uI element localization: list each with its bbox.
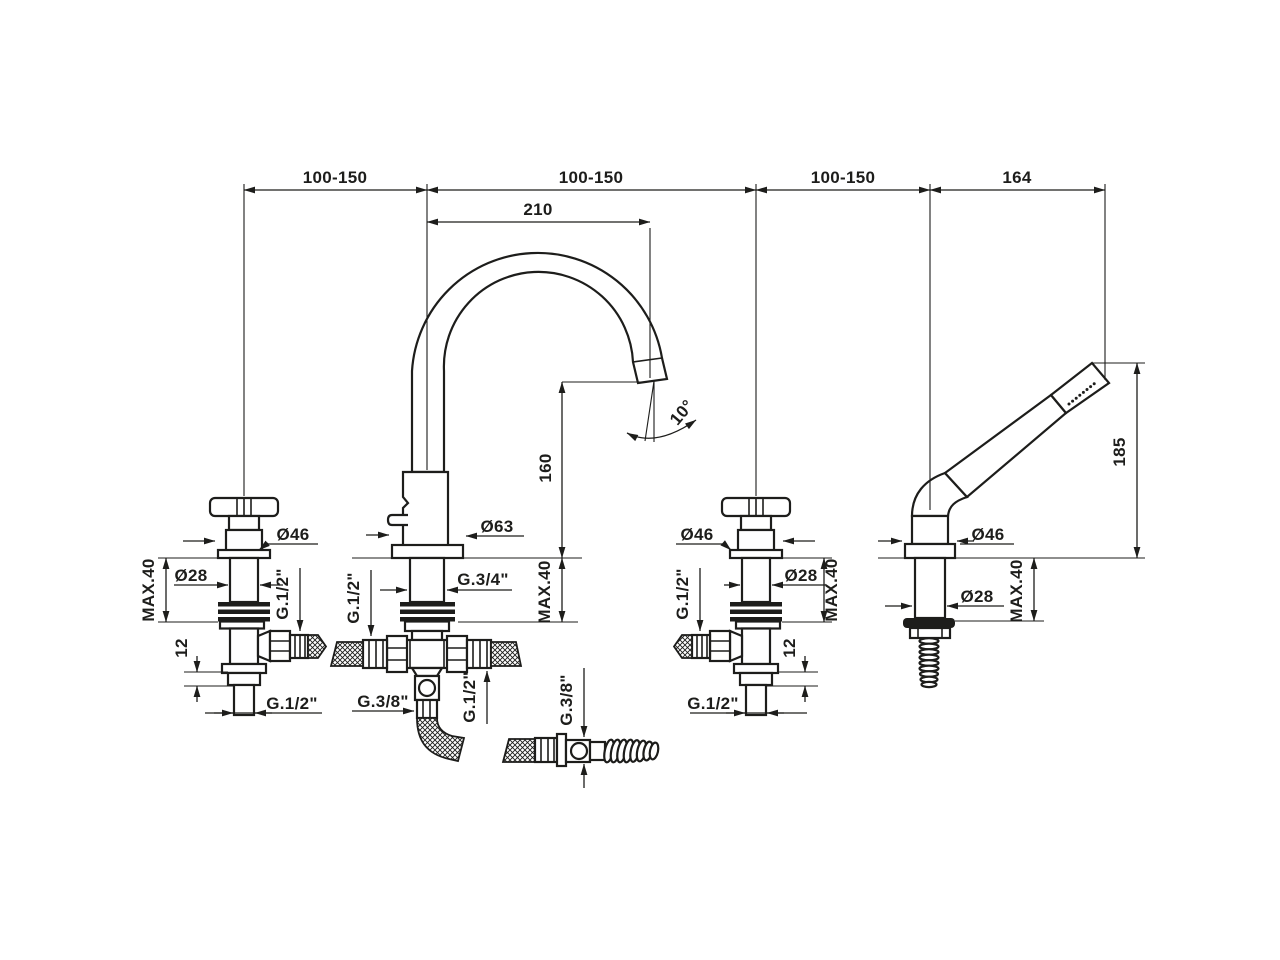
hand-shower-max-deck-label: MAX.40 xyxy=(1007,559,1026,622)
hose-spring-coil xyxy=(603,738,660,764)
right-valve-flange xyxy=(728,548,784,560)
spout-lever-pin xyxy=(386,513,408,527)
dim-right-spacing: 100-150 xyxy=(811,168,876,187)
right-valve-hose-stub xyxy=(672,634,693,659)
left-valve-handle-diameter-label: Ø46 xyxy=(276,525,309,544)
dim-hand-shower-spacing: 164 xyxy=(1002,168,1032,187)
dim-left-spacing: 100-150 xyxy=(303,168,368,187)
spout-shank-thread-label: G.3/4" xyxy=(457,570,508,589)
hand-shower-callouts: 185 MAX.40 Ø46 Ø28 xyxy=(878,362,1145,623)
right-valve-body xyxy=(740,556,772,604)
left-valve-side-connection-label: G.1/2" xyxy=(273,568,292,619)
spout-max-deck-label: MAX.40 xyxy=(535,560,554,623)
right-valve-side-outlet xyxy=(728,629,744,663)
spout-bottom-connection-label: G.3/8" xyxy=(357,692,408,711)
hand-shower-flange xyxy=(903,542,957,560)
hose-fitting-callouts: G.3/8" xyxy=(557,668,588,788)
spout-body xyxy=(401,470,450,549)
dim-spout-reach: 210 xyxy=(523,200,552,219)
spout-right-connection-label: G.1/2" xyxy=(460,671,479,722)
hose-braided-end xyxy=(501,738,536,763)
left-valve-body xyxy=(228,556,260,604)
right-valve-body-diameter-label: Ø28 xyxy=(784,566,817,585)
left-valve-flange xyxy=(216,548,272,560)
left-valve-shank-step-label: 12 xyxy=(172,638,191,658)
hose-connection-label: G.3/8" xyxy=(557,674,576,725)
left-valve xyxy=(208,496,328,717)
right-valve-tailpiece xyxy=(744,683,768,717)
spout xyxy=(329,251,669,763)
hand-shower-flange-diameter-label: Ø46 xyxy=(971,525,1004,544)
spout-left-hose xyxy=(329,641,364,667)
right-valve-shank-step-label: 12 xyxy=(780,638,799,658)
left-valve-callouts: MAX.40 Ø46 Ø28 G.1/2" 12 G.1/2" xyxy=(139,525,322,717)
centerlines xyxy=(426,184,1106,510)
hand-shower-handle xyxy=(943,393,1068,499)
shower-hose-fitting xyxy=(501,732,660,768)
left-valve-shank-thread-label: G.1/2" xyxy=(266,694,317,713)
hand-shower xyxy=(903,361,1111,689)
hand-shower-body-diameter-label: Ø28 xyxy=(960,587,993,606)
right-valve-callouts: MAX.40 Ø46 Ø28 G.1/2" 12 G.1/2" xyxy=(673,525,841,717)
right-valve xyxy=(672,496,792,717)
right-valve-shank-thread-label: G.1/2" xyxy=(687,694,738,713)
right-valve-side-connection-label: G.1/2" xyxy=(673,568,692,619)
spout-outlet-angle-label: 10° xyxy=(666,396,698,429)
left-valve-tailpiece xyxy=(232,683,256,717)
left-valve-side-outlet xyxy=(256,629,272,663)
hand-shower-gasket xyxy=(903,618,955,628)
hand-shower-shank xyxy=(913,556,947,620)
right-valve-max-deck-label: MAX.40 xyxy=(822,558,841,621)
spout-callouts: 160 MAX.40 10° Ø63 G.3/4" G.1/2" G.1/2" … xyxy=(344,380,698,724)
spout-gooseneck xyxy=(410,251,669,474)
hand-shower-spray-dots xyxy=(1067,382,1096,406)
spout-right-hose xyxy=(490,641,523,667)
right-valve-handle-diameter-label: Ø46 xyxy=(680,525,713,544)
spout-flange-diameter-label: Ø63 xyxy=(480,517,513,536)
spout-shank xyxy=(408,556,446,604)
spout-bottom-hose xyxy=(416,717,466,763)
hand-shower-threaded-rod xyxy=(918,637,940,689)
hand-shower-height-label: 185 xyxy=(1110,437,1129,466)
spout-left-connection-label: G.1/2" xyxy=(344,572,363,623)
left-valve-hose-stub xyxy=(307,634,328,659)
left-valve-max-deck-label: MAX.40 xyxy=(139,558,158,621)
hand-shower-head xyxy=(1049,361,1111,415)
spout-flange xyxy=(390,543,465,560)
top-dimension-chain: 100-150 100-150 100-150 164 210 xyxy=(243,168,1106,496)
spout-outlet-height-label: 160 xyxy=(536,453,555,482)
dim-center-spacing: 100-150 xyxy=(559,168,624,187)
left-valve-body-diameter-label: Ø28 xyxy=(174,566,207,585)
